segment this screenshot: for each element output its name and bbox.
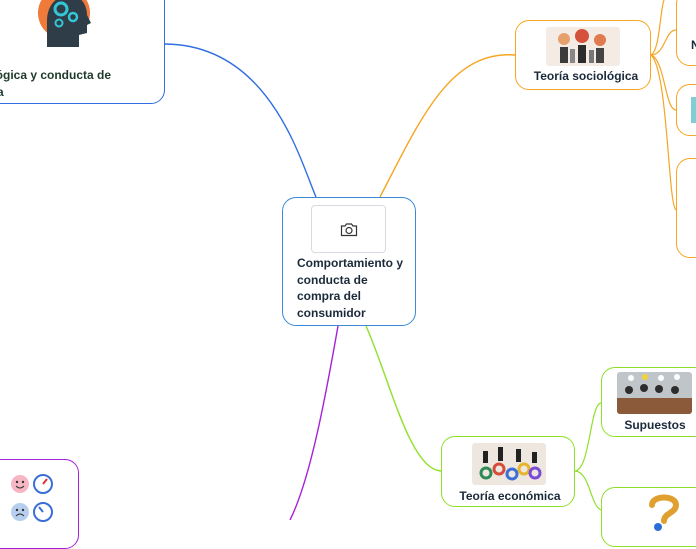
link-socio-child-3 [650, 54, 677, 111]
link-econ-supuestos [574, 402, 602, 472]
central-node[interactable]: Comportamiento y conducta de compra del … [282, 197, 416, 326]
link-socio-child-2 [650, 29, 677, 56]
link-econ [365, 325, 442, 472]
child-node-supuestos[interactable]: Supuestos [601, 367, 696, 437]
branch-node-psychological[interactable]: ológica y conducta de pra [0, 0, 165, 104]
link-socio [379, 54, 516, 198]
child-title: Supuestos [624, 418, 686, 432]
branch-node-behavior[interactable] [0, 459, 79, 549]
link-psych [164, 43, 317, 198]
child-fragment: N [691, 38, 696, 52]
link-econ-question [574, 470, 602, 511]
socio-child-node-2[interactable] [676, 84, 696, 136]
link-socio-child-4 [650, 54, 677, 211]
branch-title: Teoría económica [459, 489, 561, 503]
link-behav [289, 325, 339, 520]
branch-title: Teoría sociológica [533, 69, 639, 83]
child-node-question[interactable] [601, 487, 696, 547]
socio-child-node-3[interactable] [676, 158, 696, 258]
socio-child-node-1[interactable]: N [676, 0, 696, 66]
branch-node-economic[interactable]: Teoría económica [441, 436, 575, 507]
gears-business-icon [472, 443, 546, 485]
image-placeholder[interactable] [311, 205, 386, 253]
branch-title: ológica y conducta de pra [0, 68, 112, 99]
central-title: Comportamiento y conducta de compra del … [297, 256, 404, 320]
emoji-faces-icon [6, 470, 66, 530]
image-fragment [691, 97, 696, 123]
connection-lines [164, 0, 677, 520]
link-socio-child-1 [650, 0, 665, 56]
group-people-icon [546, 27, 620, 66]
question-mark-icon [634, 491, 694, 531]
meeting-icon [617, 372, 692, 414]
head-gears-icon [35, 0, 93, 47]
branch-node-sociological[interactable]: Teoría sociológica [515, 20, 651, 90]
camera-icon [340, 223, 358, 237]
